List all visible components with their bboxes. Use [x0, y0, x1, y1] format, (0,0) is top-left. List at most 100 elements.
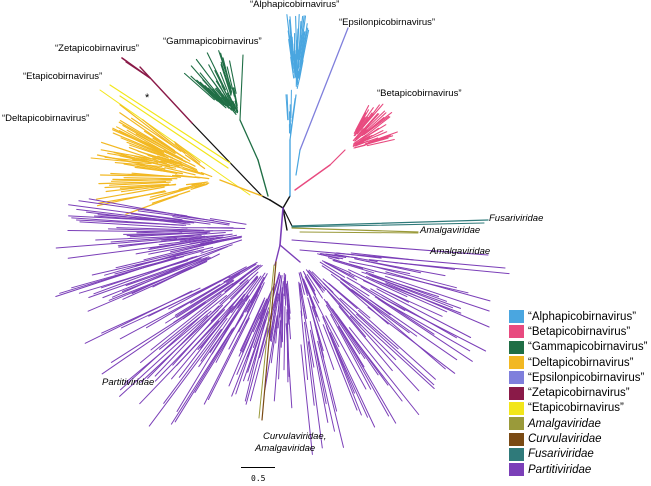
partitiviridae-leaf	[252, 296, 272, 348]
partitiviridae-leaf	[364, 260, 446, 277]
delta-leaf	[125, 194, 179, 215]
legend-label: “Etapicobirnavirus”	[528, 402, 624, 415]
alpha-leaf	[296, 70, 300, 85]
gamma-leaf	[221, 96, 233, 111]
gamma-leaf	[215, 80, 231, 103]
legend-swatch	[509, 417, 524, 431]
gamma-leaf	[206, 52, 226, 91]
beta-leaf	[359, 127, 380, 142]
backbone-branch	[261, 195, 271, 201]
partitiviridae-leaf	[385, 275, 490, 312]
partitiviridae-leaf	[350, 315, 420, 392]
gamma-leaf	[218, 50, 232, 90]
backbone-branch	[269, 199, 284, 209]
partitiviridae-leaf	[328, 282, 371, 319]
partitiviridae-leaf	[363, 280, 443, 317]
alpha-leaf	[297, 21, 302, 63]
alpha-leaf	[290, 56, 295, 79]
partitiviridae-leaf	[55, 238, 178, 249]
legend-swatch	[509, 463, 524, 477]
partitiviridae-leaf	[309, 329, 329, 423]
delta-leaf	[191, 181, 208, 186]
partitiviridae-leaf	[171, 307, 232, 380]
delta-leaf	[151, 190, 191, 204]
partitiviridae-leaf	[120, 310, 208, 391]
partitiviridae-leaf	[311, 306, 335, 370]
delta-leaf	[173, 141, 201, 163]
delta-leaf	[122, 124, 166, 151]
partitiviridae-leaf	[313, 296, 340, 348]
partitiviridae-leaf	[284, 277, 287, 306]
partitiviridae-leaf	[369, 299, 458, 361]
partitiviridae-leaf	[299, 249, 506, 269]
asterisk-marker: *	[145, 92, 150, 104]
curvulaviridae-branch	[261, 261, 277, 421]
partitiviridae-leaf	[136, 230, 214, 234]
alpha-leaf	[291, 98, 296, 122]
delta-leaf	[129, 144, 170, 159]
alpha-stem	[295, 149, 301, 176]
gamma-leaf	[234, 100, 239, 113]
delta-leaf	[107, 152, 160, 163]
partitiviridae-leaf	[338, 302, 397, 361]
partitiviridae-leaf	[230, 271, 259, 300]
gamma-leaf	[207, 87, 227, 107]
legend-swatch	[509, 371, 524, 385]
alpha-leaf	[286, 94, 289, 121]
partitiviridae-leaf	[147, 305, 220, 379]
amalgaviridae-branch	[299, 231, 419, 234]
label-partitiviridae: Partitiviridae	[102, 377, 155, 388]
partitiviridae-leaf	[118, 235, 206, 248]
gamma-leaf	[214, 88, 230, 107]
beta-leaf	[354, 129, 367, 142]
partitiviridae-leaf	[76, 219, 187, 226]
delta-leaf	[142, 119, 186, 154]
alpha-leaf	[299, 15, 307, 60]
label-fusariviridae: Fusariviridae	[489, 213, 544, 224]
partitiviridae-leaf	[119, 315, 209, 397]
gamma-leaf	[239, 54, 244, 121]
delta-leaf	[99, 174, 167, 177]
legend-label: “Gammapicobirnavirus”	[528, 341, 648, 354]
legend-item: “Zetapicobirnavirus”	[509, 385, 649, 400]
gamma-leaf	[220, 64, 232, 96]
gamma-leaf	[208, 92, 227, 109]
delta-leaf	[163, 149, 196, 167]
partitiviridae-leaf	[323, 261, 355, 278]
legend: “Alphapicobirnavirus”“Betapicobirnavirus…	[509, 309, 649, 477]
beta-leaf	[354, 116, 369, 136]
partitiviridae-leaf	[275, 294, 281, 344]
partitiviridae-leaf	[110, 302, 206, 363]
partitiviridae-leaf	[231, 277, 259, 313]
partitiviridae-leaf	[355, 316, 435, 389]
legend-item: Fusariviridae	[509, 447, 649, 462]
partitiviridae-leaf	[131, 257, 211, 295]
partitiviridae-leaf	[320, 253, 347, 258]
delta-leaf	[160, 160, 183, 167]
partitiviridae-leaf	[246, 277, 266, 313]
backbone-branch	[191, 122, 263, 197]
delta-leaf	[200, 172, 213, 178]
alpha-leaf	[287, 30, 294, 67]
partitiviridae-leaf	[172, 216, 230, 226]
legend-label: “Deltapicobirnavirus”	[528, 356, 634, 369]
partitiviridae-leaf	[146, 284, 221, 329]
partitiviridae-leaf	[360, 286, 435, 335]
beta-leaf	[355, 105, 370, 131]
label-etapicobirnavirus: “Etapicobirnavirus”	[23, 71, 103, 82]
gamma-leaf	[220, 61, 232, 95]
delta-leaf	[134, 166, 183, 174]
legend-label: Amalgaviridae	[528, 417, 601, 430]
delta-leaf	[158, 151, 183, 163]
partitiviridae-leaf	[129, 231, 211, 238]
partitiviridae-leaf	[348, 269, 408, 298]
label-epsilonpicobirnavirus: “Epsilonpicobirnavirus”	[339, 17, 436, 28]
delta-leaf	[126, 141, 168, 158]
partitiviridae-leaf	[159, 295, 227, 350]
partitiviridae-leaf	[239, 297, 266, 352]
partitiviridae-leaf	[319, 261, 346, 278]
delta-leaf	[96, 190, 166, 207]
partitiviridae-leaf	[361, 271, 440, 298]
delta-leaf	[120, 137, 166, 156]
